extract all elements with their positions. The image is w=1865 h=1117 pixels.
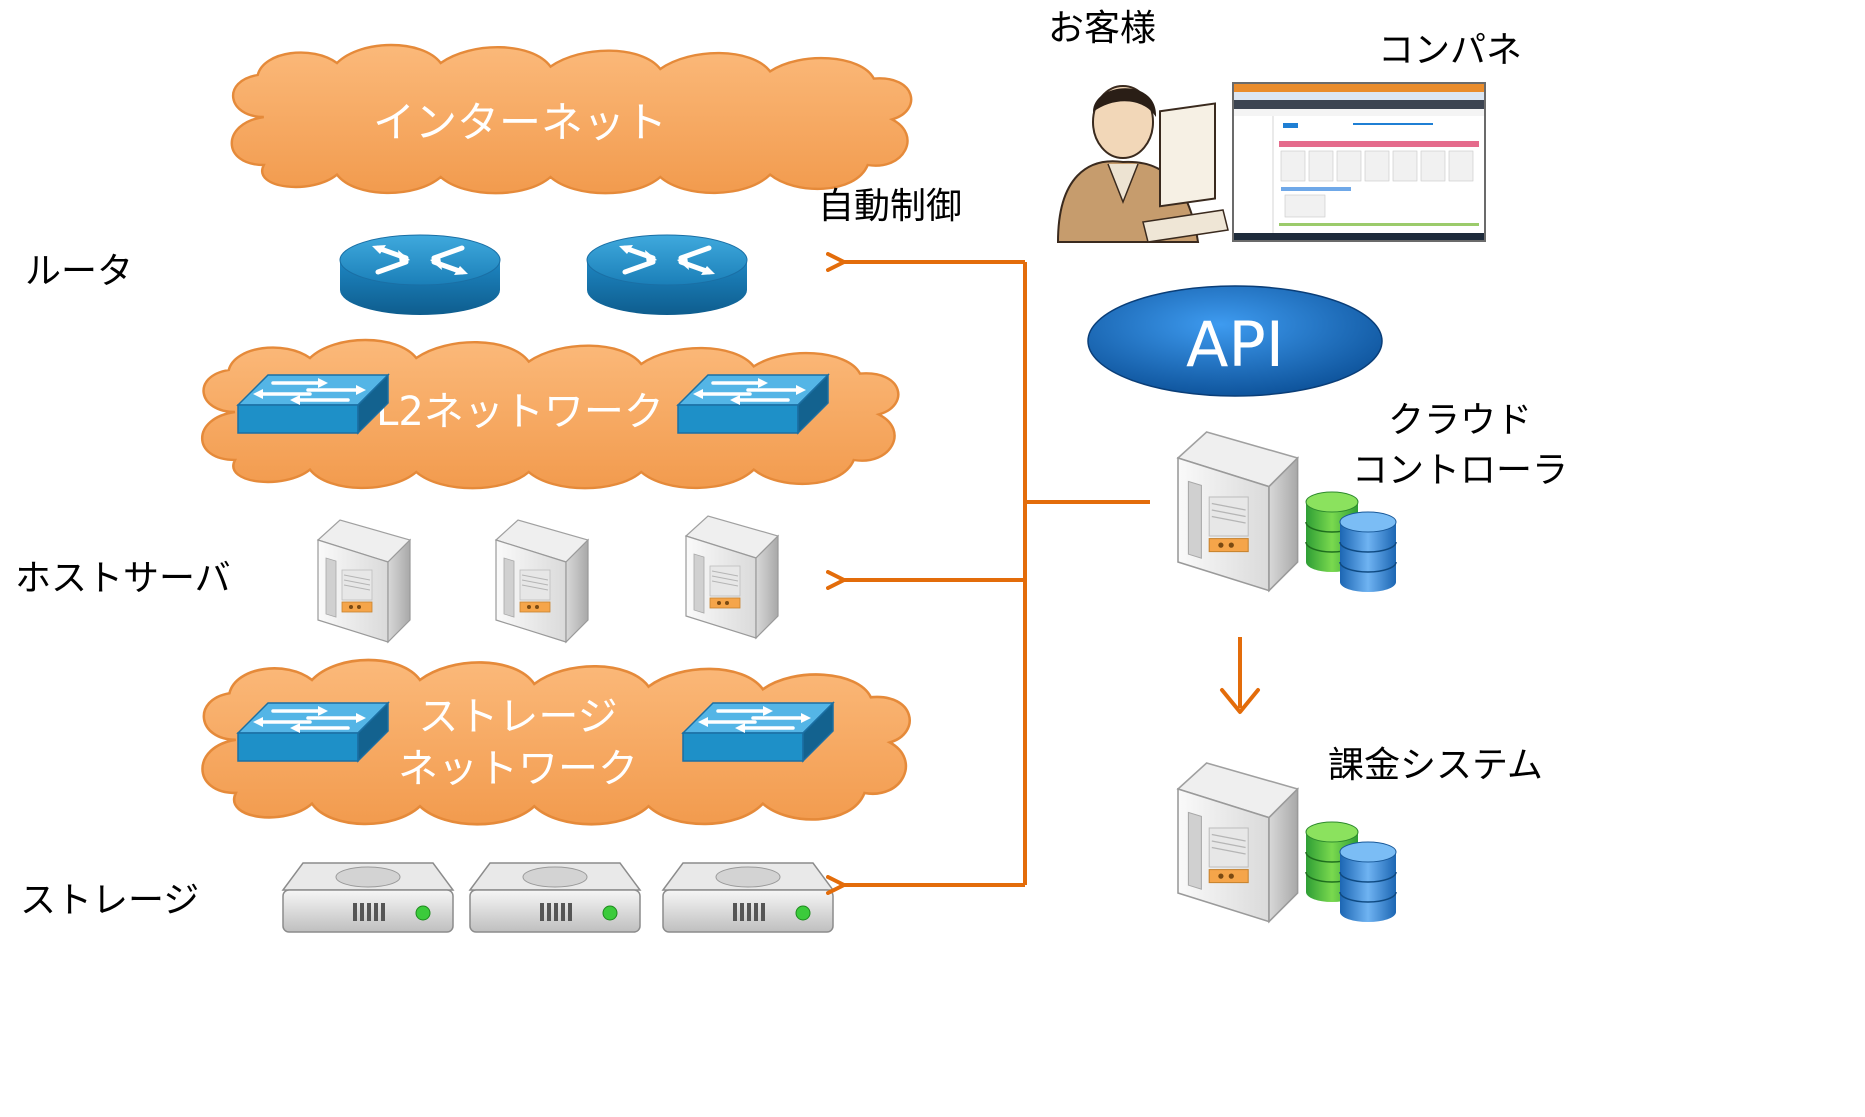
database-icon bbox=[1339, 841, 1397, 923]
switch-icon bbox=[236, 373, 390, 435]
internet-cloud: インターネット bbox=[230, 43, 913, 195]
router-label: ルータ bbox=[25, 251, 133, 292]
internet-label: インターネット bbox=[373, 98, 667, 147]
switch-icon bbox=[236, 701, 390, 763]
storage-label: ストレージ bbox=[20, 880, 199, 921]
billing-arrow bbox=[1220, 637, 1260, 714]
hard-disk-icon bbox=[469, 862, 641, 933]
customer-label: お客様 bbox=[1048, 8, 1156, 49]
database-icon bbox=[1339, 511, 1397, 593]
router-icon bbox=[340, 235, 500, 315]
person-at-computer-icon bbox=[1056, 85, 1229, 243]
cloud-controller-label-line2: コントローラ bbox=[1352, 450, 1568, 491]
server-icon bbox=[1177, 762, 1299, 923]
host-server-label: ホストサーバ bbox=[15, 558, 231, 599]
hard-disk-icon bbox=[662, 862, 834, 933]
router-icon bbox=[587, 235, 747, 315]
auto-control-connector bbox=[826, 252, 1150, 895]
control-panel-label: コンパネ bbox=[1378, 30, 1522, 71]
cloud-controller-label-line1: クラウド bbox=[1388, 400, 1532, 441]
l2-network-label: L2ネットワーク bbox=[376, 389, 664, 435]
billing-system-label: 課金システム bbox=[1328, 745, 1543, 786]
hard-disk-icon bbox=[282, 862, 454, 933]
server-icon bbox=[317, 519, 411, 643]
storage-network-cloud: ストレージ ネットワーク bbox=[201, 658, 912, 826]
control-panel-screenshot bbox=[1232, 82, 1486, 242]
switch-icon bbox=[676, 373, 830, 435]
storage-network-label-line1: ストレージ bbox=[418, 694, 617, 740]
switch-icon bbox=[681, 701, 835, 763]
l2-network-cloud: L2ネットワーク bbox=[200, 338, 900, 490]
api-label: API bbox=[1186, 308, 1284, 381]
api-ellipse: API bbox=[1087, 285, 1383, 397]
server-icon bbox=[685, 515, 779, 639]
server-icon bbox=[495, 519, 589, 643]
storage-network-label-line2: ネットワーク bbox=[398, 746, 638, 792]
auto-control-label: 自動制御 bbox=[818, 186, 962, 227]
server-icon bbox=[1177, 431, 1299, 592]
